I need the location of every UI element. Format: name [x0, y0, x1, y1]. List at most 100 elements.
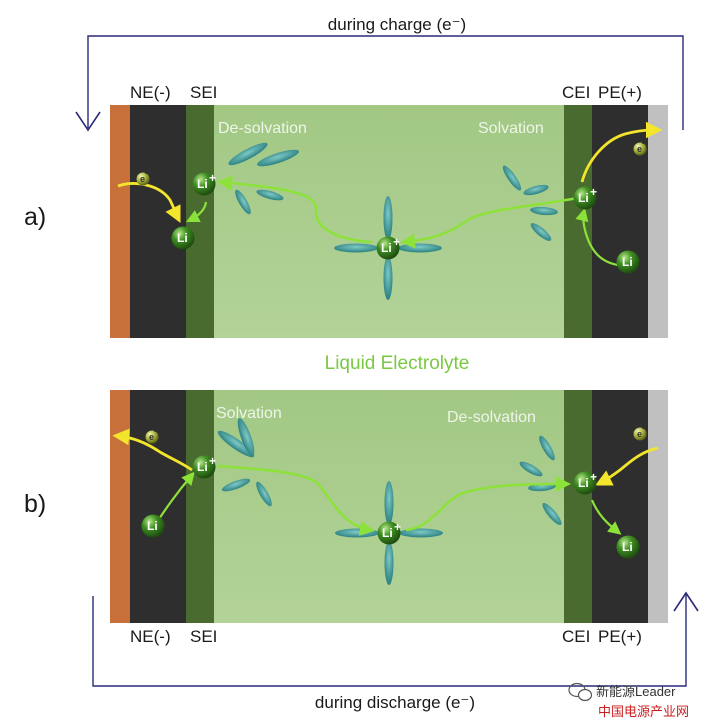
solvent-molecule	[519, 461, 543, 477]
svg-text:+: +	[209, 454, 216, 468]
solvent-molecule	[217, 430, 255, 458]
panel-a-label: a)	[24, 203, 46, 231]
svg-text:+: +	[393, 235, 400, 249]
svg-text:Li: Li	[622, 255, 633, 269]
sei-layer	[186, 105, 214, 338]
li-ion-ball: Li +	[192, 171, 216, 196]
svg-text:Li: Li	[622, 540, 633, 554]
solvent-molecule	[383, 256, 393, 300]
discharge-circuit-line	[92, 594, 687, 687]
solvent-molecule	[523, 184, 549, 196]
charge-circuit: during charge (e⁻)	[75, 15, 684, 132]
cei-label: CEI	[562, 83, 590, 102]
solvation-label: Solvation	[216, 405, 282, 422]
watermark-site: 中国电源产业网	[598, 704, 689, 719]
cei-layer	[564, 390, 592, 623]
solvent-molecule	[228, 142, 268, 166]
solvent-molecule	[398, 243, 442, 253]
solvent-molecule	[384, 541, 394, 585]
electron-ball: e -	[633, 138, 647, 156]
li-ion-reduction-arrow	[186, 201, 208, 222]
svg-text:-: -	[642, 138, 645, 148]
electron-ball: e -	[136, 168, 150, 186]
solvated-li-ion	[334, 196, 442, 300]
li-ion-ball: Li +	[573, 185, 597, 210]
discharge-caption: during discharge (e⁻)	[315, 693, 475, 712]
svg-text:+: +	[209, 171, 216, 185]
svg-text:Li: Li	[381, 241, 392, 255]
charge-circuit-arrowhead	[75, 111, 101, 132]
electron-flow-arrow	[112, 428, 193, 472]
positive-electrode	[592, 105, 648, 338]
positive-electrode	[592, 390, 648, 623]
li-ion-ball: Li +	[376, 235, 400, 260]
svg-text:Li: Li	[197, 460, 208, 474]
solvent-molecule	[530, 206, 558, 216]
negative-electrode	[130, 105, 186, 338]
cei-layer	[564, 105, 592, 338]
li-ion-ball: Li +	[377, 520, 401, 545]
svg-text:e: e	[637, 144, 642, 154]
svg-text:+: +	[590, 470, 597, 484]
solvent-molecule	[335, 528, 379, 538]
li-ion-migration-arrow	[217, 464, 375, 536]
li-atom-ball: Li	[616, 250, 640, 274]
solvent-molecule	[257, 149, 299, 167]
svg-text:+: +	[590, 185, 597, 199]
svg-text:Li: Li	[177, 231, 188, 245]
svg-text:+: +	[394, 520, 401, 534]
electron-ball: e -	[633, 423, 647, 441]
ne-label: NE(-)	[130, 83, 171, 102]
liquid-electrolyte-label: Liquid Electrolyte	[325, 353, 470, 374]
li-ion-migration-arrow	[400, 196, 579, 249]
li-ion-ball: Li +	[573, 470, 597, 495]
solvent-molecule	[235, 189, 251, 215]
svg-text:e: e	[140, 174, 145, 184]
panel-b: b) NE(-) SEI CEI PE(+) Solvation De-solv…	[24, 390, 668, 646]
wechat-icon	[568, 682, 593, 702]
svg-text:-: -	[642, 423, 645, 433]
solvent-molecule	[384, 481, 394, 525]
pe-label: PE(+)	[598, 627, 642, 646]
li-ion-ball: Li +	[192, 454, 216, 479]
svg-text:Li: Li	[197, 177, 208, 191]
solvation-label: Solvation	[478, 120, 544, 137]
panel-a: a) NE(-) SEI CEI PE(+) De-solvation Solv…	[24, 83, 668, 338]
solvent-molecule	[383, 196, 393, 240]
li-atom-ball: Li	[141, 514, 165, 538]
solvent-molecule	[502, 165, 522, 191]
solvent-molecule	[530, 223, 552, 241]
electron-flow-arrow	[594, 446, 659, 486]
solvent-molecule	[221, 478, 251, 492]
negative-electrode-current-collector	[110, 105, 130, 338]
watermark-brand: 新能源Leader	[596, 684, 676, 699]
li-ion-migration-arrow	[405, 476, 571, 532]
li-oxidation-arrow	[575, 207, 619, 267]
solvent-molecule	[237, 418, 255, 456]
pe-label: PE(+)	[598, 83, 642, 102]
positive-electrode-current-collector	[648, 390, 668, 623]
desolvation-label: De-solvation	[447, 409, 536, 426]
li-ion-migration-arrow	[217, 175, 373, 244]
cei-label: CEI	[562, 627, 590, 646]
solvent-molecule	[256, 481, 272, 507]
svg-text:e: e	[149, 432, 154, 442]
watermark: 新能源Leader 中国电源产业网	[568, 682, 689, 719]
li-atom-ball: Li	[171, 226, 195, 250]
desolvation-label: De-solvation	[218, 120, 307, 137]
ne-label: NE(-)	[130, 627, 171, 646]
solvent-molecule	[542, 502, 562, 526]
svg-text:Li: Li	[382, 526, 393, 540]
discharge-circuit: during discharge (e⁻)	[92, 591, 699, 712]
electron-flow-arrow	[580, 121, 663, 183]
svg-text:e: e	[637, 429, 642, 439]
panel-b-label: b)	[24, 490, 46, 518]
electron-flow-arrow	[117, 182, 181, 224]
svg-text:-: -	[154, 426, 157, 436]
li-ion-reduction-arrow	[590, 499, 622, 535]
sei-label: SEI	[190, 83, 217, 102]
sei-label: SEI	[190, 627, 217, 646]
discharge-circuit-arrowhead	[673, 591, 699, 612]
charge-circuit-line	[87, 35, 684, 130]
